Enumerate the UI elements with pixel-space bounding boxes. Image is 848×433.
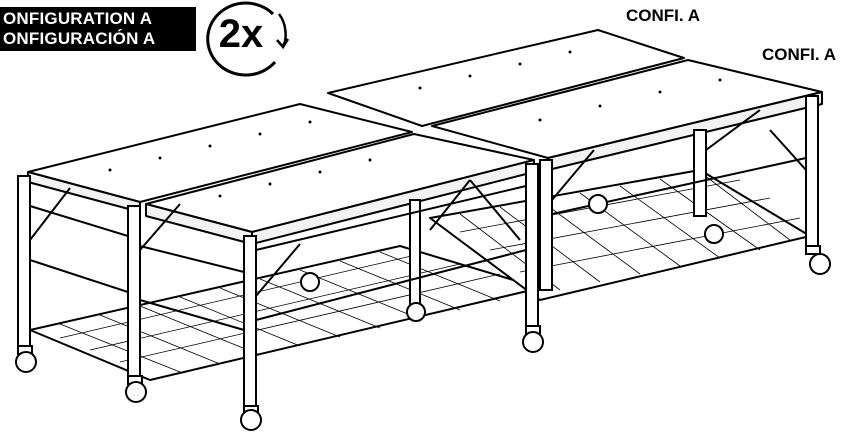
callout-config-top: CONFI. A	[626, 6, 700, 25]
quantity-badge: 2x	[218, 12, 264, 56]
caster-wheel-icon	[15, 194, 831, 431]
curved-arrow-icon	[276, 13, 289, 50]
callout-config-right: CONFI. A	[762, 45, 836, 64]
configuration-label-en: ONFIGURATION A	[3, 9, 153, 28]
frame-braces	[29, 109, 807, 331]
frame-posts	[17, 95, 819, 407]
tabletop-holes	[108, 50, 722, 198]
quantity-badge-circle	[206, 1, 289, 77]
tabletop-back-left	[327, 29, 685, 127]
configuration-label-es: ONFIGURACIÓN A	[3, 29, 156, 48]
configuration-label: ONFIGURATION A ONFIGURACIÓN A	[0, 7, 196, 51]
